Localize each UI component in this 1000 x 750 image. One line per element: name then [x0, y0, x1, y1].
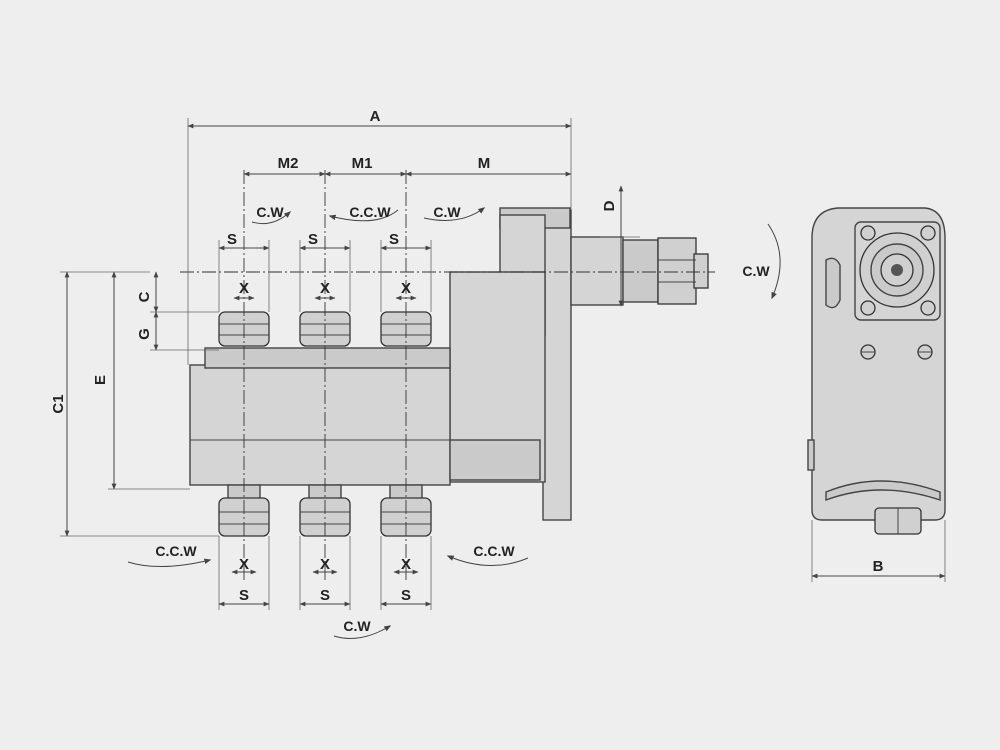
label-e: E: [92, 375, 109, 385]
rotation-ccw-3: C.C.W: [473, 543, 515, 559]
label-x-top-1: X: [239, 280, 249, 297]
label-s-bottom-3: S: [401, 587, 411, 604]
rotation-ccw-1: C.C.W: [349, 204, 391, 220]
label-b: B: [873, 558, 884, 575]
rotation-arrows: [127, 207, 781, 639]
label-x-bottom-2: X: [320, 556, 330, 573]
label-c: C: [136, 291, 153, 302]
label-m1: M1: [352, 155, 373, 172]
rotation-labels: C.W C.C.W C.W C.W C.C.W C.C.W C.W: [155, 204, 770, 634]
label-x-bottom-1: X: [239, 556, 249, 573]
front-view: [180, 170, 715, 580]
label-s-bottom-1: S: [239, 587, 249, 604]
rotation-cw-bottom: C.W: [343, 618, 371, 634]
label-s-top-1: S: [227, 231, 237, 248]
label-a: A: [370, 108, 381, 125]
rotation-cw-side: C.W: [742, 263, 770, 279]
label-m: M: [478, 155, 491, 172]
label-m2: M2: [278, 155, 299, 172]
label-s-top-3: S: [389, 231, 399, 248]
rotation-cw-2: C.W: [433, 204, 461, 220]
label-s-top-2: S: [308, 231, 318, 248]
dimension-labels: A M2 M1 M D S S S X X X C G E C1 X X X S…: [50, 108, 884, 604]
label-s-bottom-2: S: [320, 587, 330, 604]
label-x-top-3: X: [401, 280, 411, 297]
side-view: [807, 207, 946, 535]
label-x-bottom-3: X: [401, 556, 411, 573]
label-c1: C1: [50, 394, 67, 413]
label-g: G: [136, 328, 153, 340]
rotation-cw-1: C.W: [256, 204, 284, 220]
rotation-ccw-2: C.C.W: [155, 543, 197, 559]
dimension-lines: [60, 118, 946, 610]
label-d: D: [601, 200, 618, 211]
label-x-top-2: X: [320, 280, 330, 297]
